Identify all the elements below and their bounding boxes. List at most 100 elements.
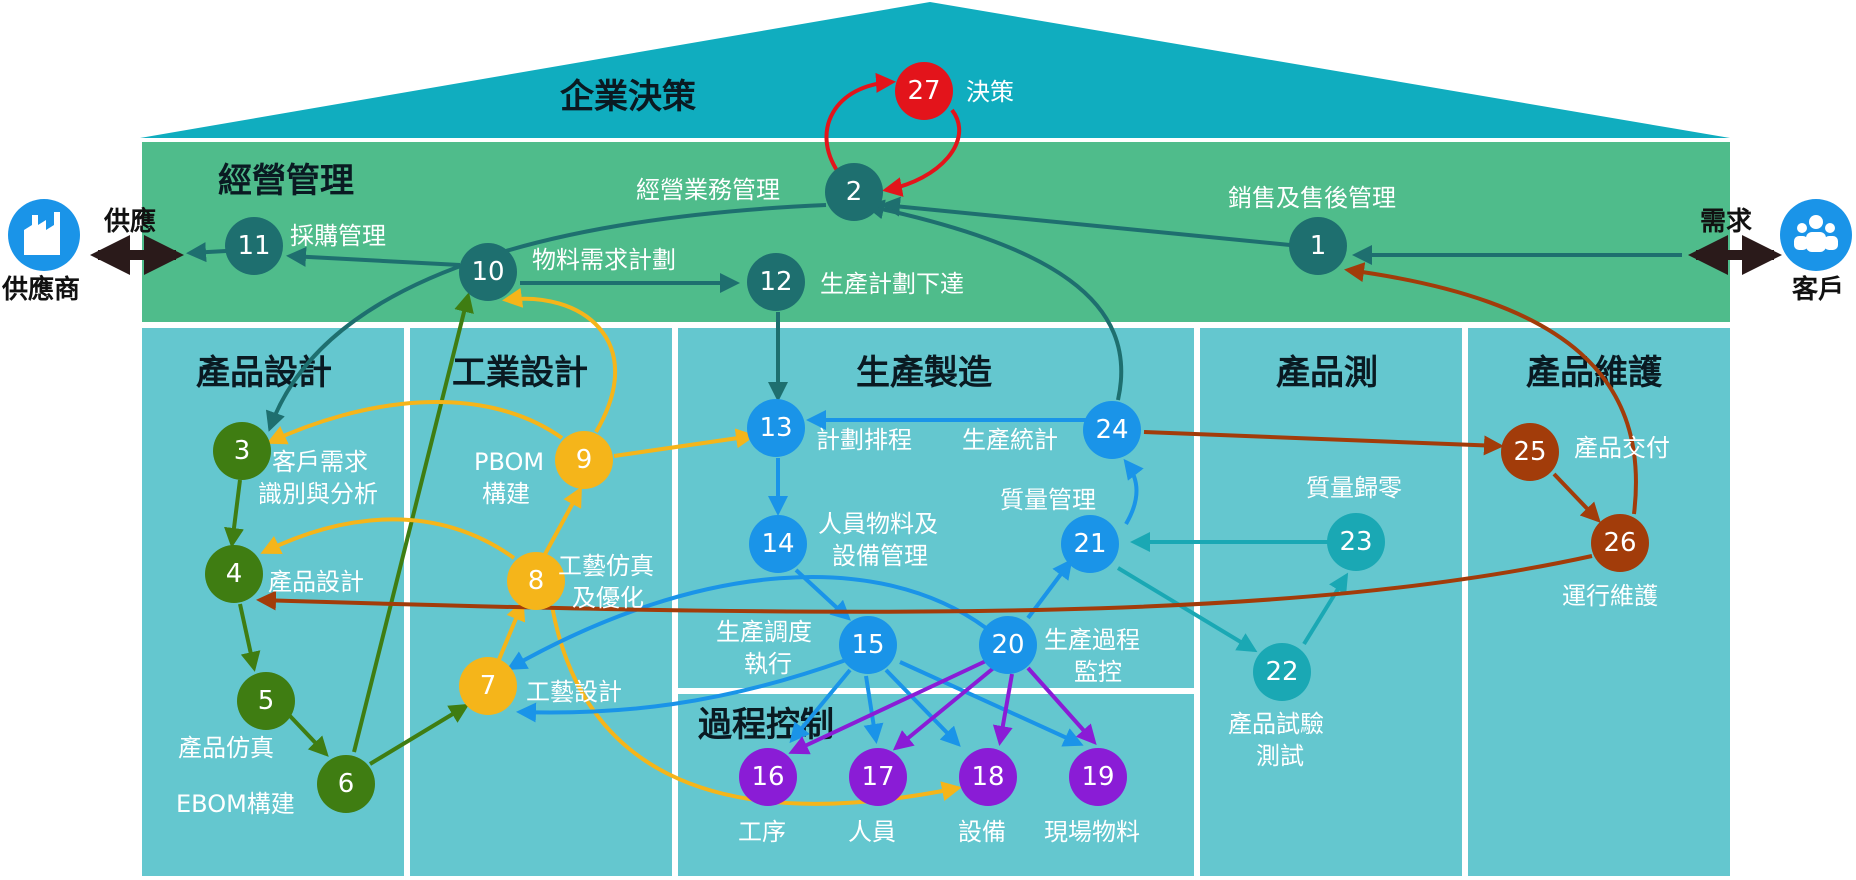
- node-circle: [749, 515, 807, 573]
- node-circle: [1083, 401, 1141, 459]
- section-title-manufacturing: 生產製造: [856, 353, 992, 393]
- people-head-center: [1809, 215, 1823, 229]
- node-number: 9: [576, 445, 593, 475]
- node-circle: [1069, 748, 1127, 806]
- roof-title: 企業決策: [560, 77, 696, 117]
- node-number: 27: [907, 76, 940, 106]
- node-label: 銷售及售後管理: [1228, 184, 1396, 212]
- arrow-6-to-10: [352, 292, 474, 753]
- section-title-industrial-design: 工業設計: [452, 353, 588, 393]
- node-circle: [839, 616, 897, 674]
- node-circle: [1253, 643, 1311, 701]
- node-number: 15: [851, 630, 884, 660]
- node-circle: [225, 217, 283, 275]
- section-title-product-maintenance: 產品維護: [1526, 353, 1663, 393]
- node-label: 工藝設計: [526, 678, 622, 706]
- node-label-line2: 監控: [1074, 658, 1122, 686]
- arrow-20-to-7: [506, 575, 988, 670]
- node-number: 18: [971, 762, 1004, 792]
- node-label: 生產統計: [962, 426, 1058, 454]
- node-label-line2: 測試: [1256, 742, 1304, 770]
- customer-group: 客戶 需求: [1688, 199, 1852, 305]
- arrow-24-to-2: [864, 199, 1124, 401]
- node-number: 17: [861, 762, 894, 792]
- node-label: 產品仿真: [178, 734, 274, 762]
- arrow-8-to-4: [260, 517, 516, 560]
- arrow-3-to-4: [224, 479, 244, 548]
- node-number: 13: [759, 413, 792, 443]
- node-label: 物料需求計劃: [532, 246, 676, 274]
- node-number: 25: [1513, 437, 1546, 467]
- node-label: 採購管理: [290, 222, 386, 250]
- arrow-8-to-18: [550, 605, 962, 806]
- node-13: 13 計劃排程: [747, 399, 912, 457]
- column-product-maintenance: [1468, 328, 1730, 876]
- arrow-9-to-10: [502, 287, 618, 434]
- arrow-15-to-18: [884, 668, 961, 747]
- arrow-20-to-19: [1026, 666, 1097, 745]
- supplier-label: 供應商: [1, 274, 80, 305]
- arrow-2-to-27: [824, 72, 896, 174]
- node-number: 5: [258, 686, 275, 716]
- node-5: 5 產品仿真: [178, 672, 295, 762]
- section-title-process-control: 過程控制: [698, 705, 834, 745]
- node-circle: [555, 431, 613, 489]
- node-label: 工藝仿真: [558, 552, 654, 580]
- node-number: 20: [991, 630, 1024, 660]
- node-number: 12: [759, 267, 792, 297]
- arrow-9-to-13: [613, 428, 756, 458]
- node-circle: [1501, 423, 1559, 481]
- node-circle: [507, 552, 565, 610]
- node-circle: [739, 748, 797, 806]
- node-circle: [317, 755, 375, 813]
- node-label-line2: 執行: [744, 650, 792, 678]
- arrow-6-to-7: [368, 703, 470, 766]
- node-label: PBOM: [474, 448, 544, 476]
- people-body-left: [1794, 236, 1808, 250]
- section-title-management: 經營管理: [218, 161, 354, 201]
- arrow-20-to-18: [992, 673, 1014, 746]
- node-label: 產品設計: [268, 568, 364, 596]
- arrow-9-to-3: [266, 399, 564, 445]
- arrow-10-to-11: [286, 246, 461, 267]
- node-label: 現場物料: [1044, 818, 1140, 846]
- node-label: 計劃排程: [816, 426, 912, 454]
- node-number: 7: [480, 671, 497, 701]
- node-17: 17 人員: [848, 748, 907, 846]
- node-number: 6: [338, 769, 355, 799]
- node-circle: [1061, 515, 1119, 573]
- node-number: 10: [471, 257, 504, 287]
- arrow-7-to-8: [496, 600, 526, 663]
- node-label: 人員: [848, 818, 896, 846]
- supply-label: 供應: [103, 206, 156, 237]
- node-number: 26: [1603, 528, 1636, 558]
- node-circle: [747, 399, 805, 457]
- arrow-26-to-1: [1344, 262, 1638, 515]
- node-label: 產品試驗: [1228, 710, 1324, 738]
- node-label: 運行維護: [1562, 582, 1658, 610]
- node-circle: [849, 748, 907, 806]
- management-band: [142, 142, 1730, 322]
- node-label: 客戶需求: [272, 448, 368, 476]
- node-7: 7 工藝設計: [459, 657, 622, 715]
- demand-label: 需求: [1700, 207, 1752, 237]
- node-number: 14: [761, 529, 794, 559]
- node-26: 26 運行維護: [1562, 514, 1658, 610]
- supplier-group: 供應商 供應: [1, 199, 184, 305]
- people-head-right: [1825, 223, 1835, 233]
